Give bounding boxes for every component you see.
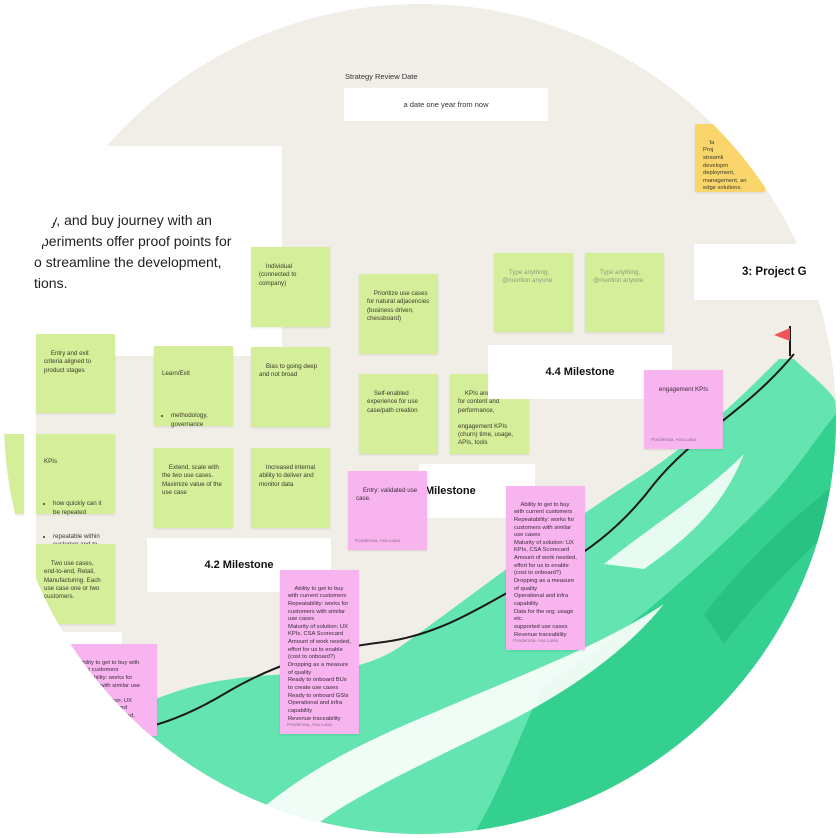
sticky-note-yellow[interactable]: fa Proj streamli developm deployment, ma…: [695, 124, 765, 192]
sticky-text: Entry and exit criteria aligned to produ…: [44, 350, 93, 374]
sticky-text: Increased internal ability to deliver an…: [259, 464, 317, 488]
mountain-highlight: [234, 604, 664, 834]
sticky-author: Ponderosa, Ana Luisa: [651, 436, 696, 442]
whiteboard-canvas[interactable]: Strategy Review Date a date one year fro…: [4, 4, 836, 834]
sticky-readiness-a[interactable]: Ability to get to buy with current custo…: [280, 570, 359, 734]
kpi-item: how quickly can it be repeated: [53, 500, 107, 516]
sticky-engagement-kpis[interactable]: engagement KPIs Ponderosa, Ana Luisa: [644, 370, 723, 449]
intro-text: ntry, and buy journey with an xperiments…: [34, 212, 232, 291]
sticky-individual[interactable]: Individual (connected to company): [251, 247, 330, 327]
project-title-text: 3: Project G: [742, 266, 807, 278]
sticky-readiness-b[interactable]: Ability to get to buy with current custo…: [506, 486, 585, 650]
learn-exit-item: methodology, governance: [171, 412, 225, 428]
milestone-4-3-text: Milestone: [425, 485, 476, 497]
sticky-prioritize[interactable]: Prioritize use cases for natural adjacen…: [359, 274, 438, 354]
milestone-4-4-text: 4.4 Milestone: [545, 366, 615, 378]
sticky-text: Ability to get to buy with current custo…: [288, 585, 351, 722]
journey-path: [63, 353, 795, 736]
sticky-two-use-cases[interactable]: Two use cases, end-to-end, Retail, Manuf…: [36, 544, 115, 624]
mountain-ridge: [704, 484, 836, 644]
sticky-placeholder-text: Type anything, @mention anyone: [502, 269, 553, 285]
sticky-author: Ponderosa, Ana Luisa: [287, 721, 332, 727]
sticky-increased-ability[interactable]: Increased internal ability to deliver an…: [251, 448, 330, 528]
sticky-author: Ponderosa, Ana Luisa: [513, 637, 558, 643]
sticky-placeholder-1[interactable]: Type anything, @mention anyone: [494, 253, 573, 332]
sticky-entry-exit-criteria[interactable]: Entry and exit criteria aligned to produ…: [36, 334, 115, 413]
sticky-placeholder-text: Type anything, @mention anyone: [593, 269, 644, 285]
sticky-kpis-title: KPIs: [44, 458, 58, 466]
sticky-text: Ability to get to buy with current custo…: [72, 659, 140, 727]
sticky-text: Entry: validated use case.: [356, 487, 419, 503]
review-label: Strategy Review Date: [345, 72, 418, 81]
sticky-bias[interactable]: Bias to going deep and not broad: [251, 347, 330, 427]
sticky-edge-left[interactable]: [4, 434, 24, 514]
sticky-text: Individual (connected to company): [259, 263, 299, 287]
sticky-learn-exit-title: Learn/Exit: [162, 370, 190, 378]
left-bottom-panel: [4, 632, 122, 646]
flag-icon: [774, 328, 790, 341]
sticky-placeholder-2[interactable]: Type anything, @mention anyone: [585, 253, 664, 332]
sticky-text: Extend, scale with the two use cases. Ma…: [162, 464, 222, 496]
sticky-text: Two use cases, end-to-end, Retail, Manuf…: [44, 560, 103, 600]
sticky-text: Ability to get to buy with current custo…: [514, 501, 577, 638]
sticky-readiness-left[interactable]: Ability to get to buy with current custo…: [14, 644, 157, 736]
review-date-field[interactable]: a date one year from now: [344, 88, 548, 121]
sticky-learn-exit[interactable]: Learn/Exit methodology, governance: [154, 346, 233, 428]
sticky-text: Self-enabled experience for use case/pat…: [367, 390, 420, 414]
sticky-author: Ponderosa, Ana Luisa: [355, 537, 400, 543]
yellow-note-text: fa Proj streamli developm deployment, ma…: [703, 139, 747, 192]
sticky-text: engagement KPIs: [658, 386, 709, 394]
sticky-self-enabled[interactable]: Self-enabled experience for use case/pat…: [359, 374, 438, 454]
sticky-text: Prioritize use cases for natural adjacen…: [367, 290, 431, 322]
mountain-highlight-2: [604, 454, 744, 569]
mountain-shadow: [474, 414, 836, 834]
sticky-text: Bias to going deep and not broad: [259, 363, 319, 379]
milestone-4-2-text: 4.2 Milestone: [204, 559, 274, 571]
intro-panel: [4, 146, 282, 356]
milestone-4-4: 4.4 Milestone: [488, 345, 672, 399]
sticky-entry-validated[interactable]: Entry: validated use case. Ponderosa, An…: [348, 471, 427, 550]
project-title: 3: Project G: [694, 244, 836, 300]
review-date-value: a date one year from now: [403, 100, 489, 109]
sticky-extend-scale[interactable]: Extend, scale with the two use cases. Ma…: [154, 448, 233, 528]
